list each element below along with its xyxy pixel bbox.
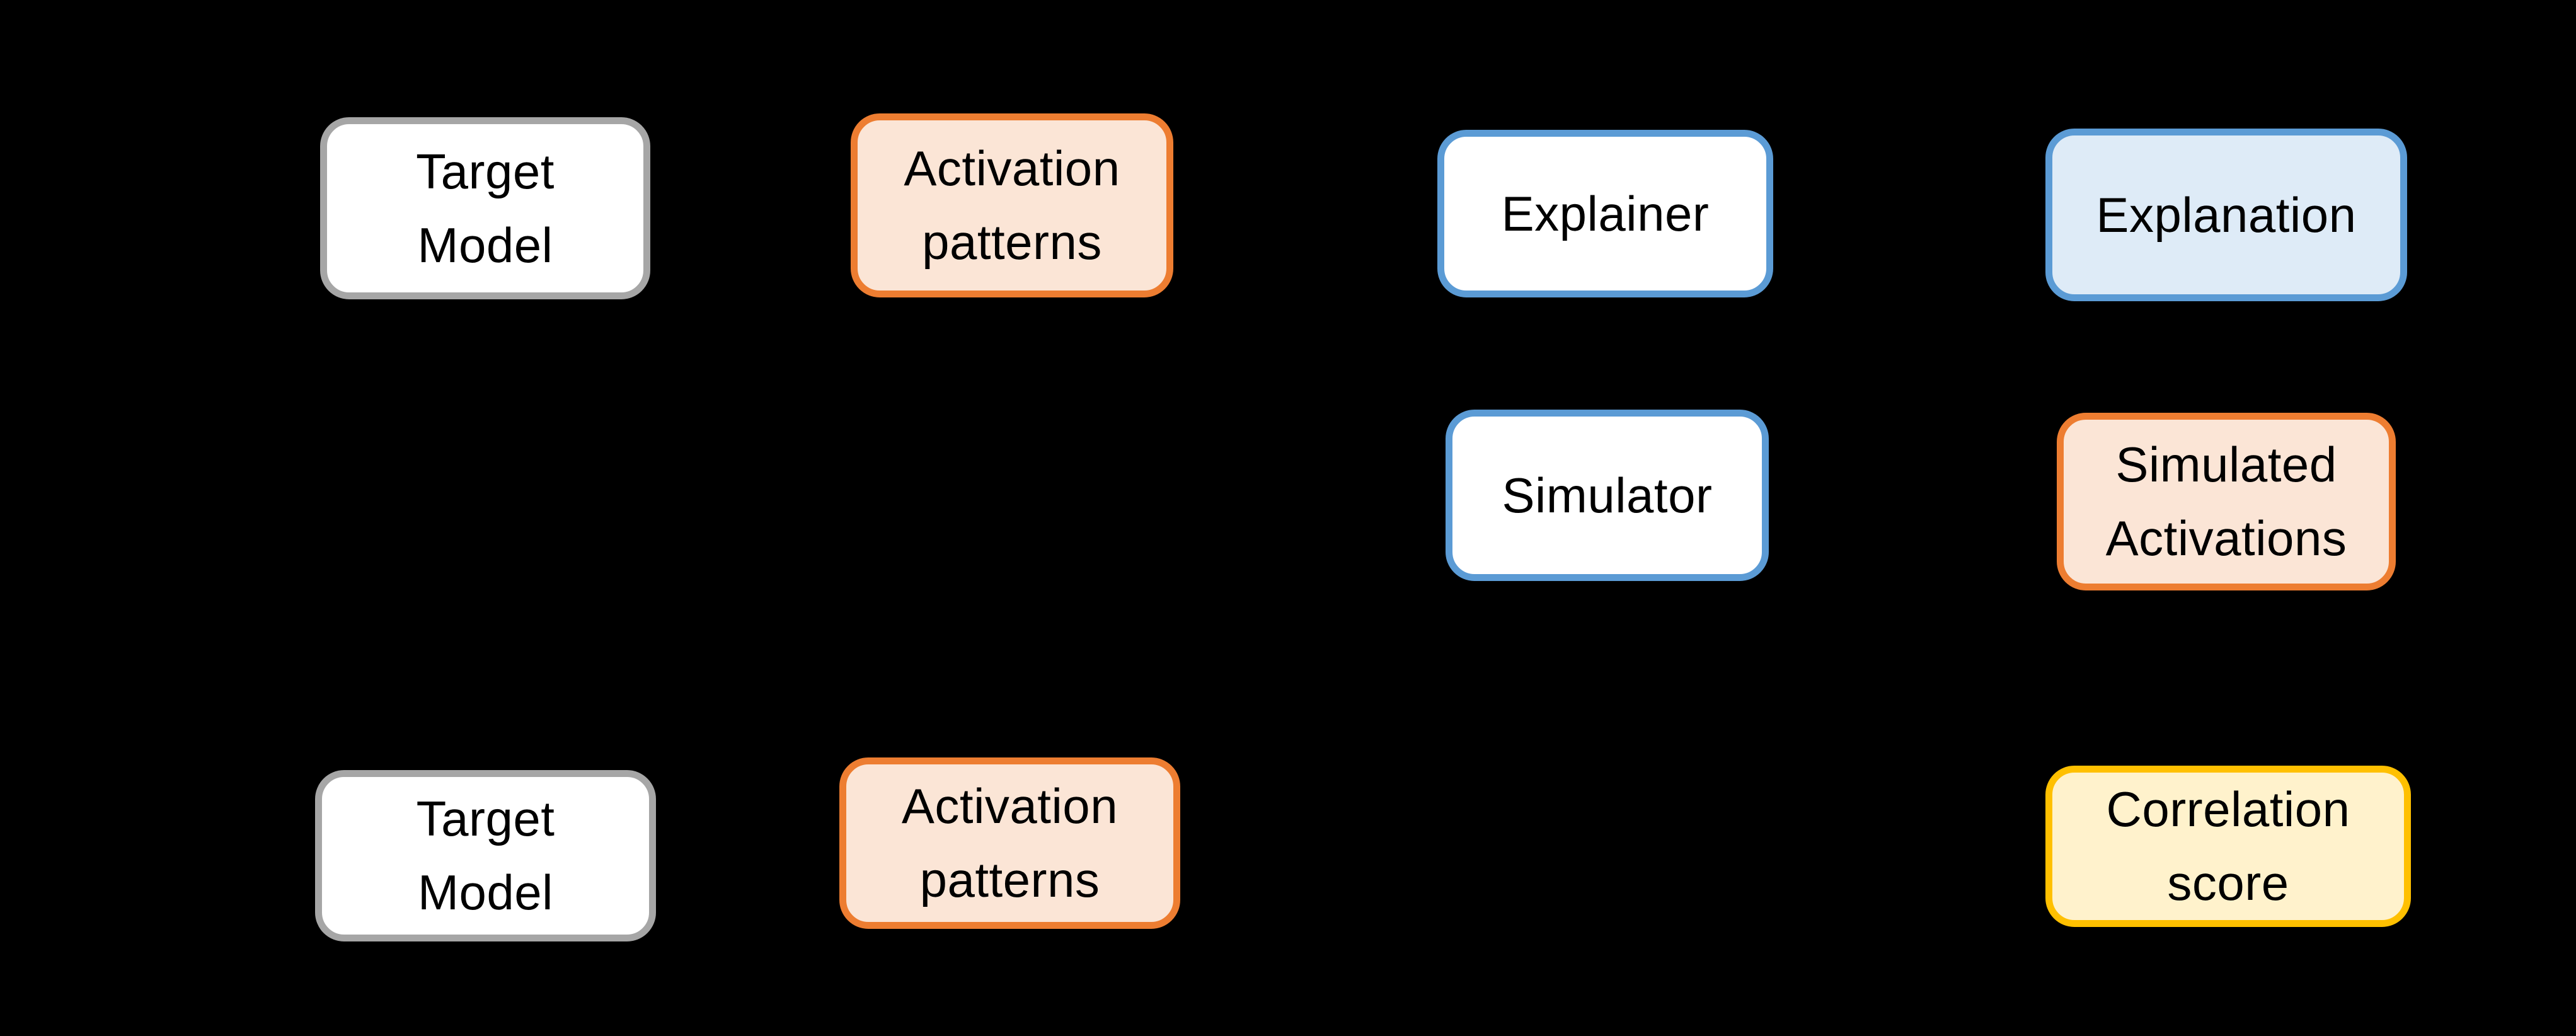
- box-label: Simulator: [1502, 467, 1713, 523]
- box-label: Explainer: [1501, 185, 1710, 241]
- box-simulator: Simulator: [1446, 410, 1769, 581]
- box-label: Explanation: [2096, 187, 2357, 243]
- box-explanation: Explanation: [2045, 129, 2407, 301]
- box-correlation-score: Correlation score: [2045, 766, 2411, 927]
- box-label: Target Model: [416, 143, 555, 273]
- box-label: Correlation score: [2106, 781, 2350, 911]
- box-explainer: Explainer: [1437, 130, 1773, 297]
- box-target-model-bottom: Target Model: [315, 770, 656, 941]
- box-simulated-activations: Simulated Activations: [2057, 413, 2396, 590]
- box-target-model-top: Target Model: [320, 117, 650, 299]
- box-label: Activation patterns: [901, 778, 1118, 907]
- box-label: Activation patterns: [904, 141, 1120, 270]
- box-activation-patterns-top: Activation patterns: [851, 113, 1173, 297]
- box-activation-patterns-bottom: Activation patterns: [839, 757, 1180, 929]
- box-label: Target Model: [416, 791, 555, 920]
- box-label: Simulated Activations: [2105, 437, 2347, 566]
